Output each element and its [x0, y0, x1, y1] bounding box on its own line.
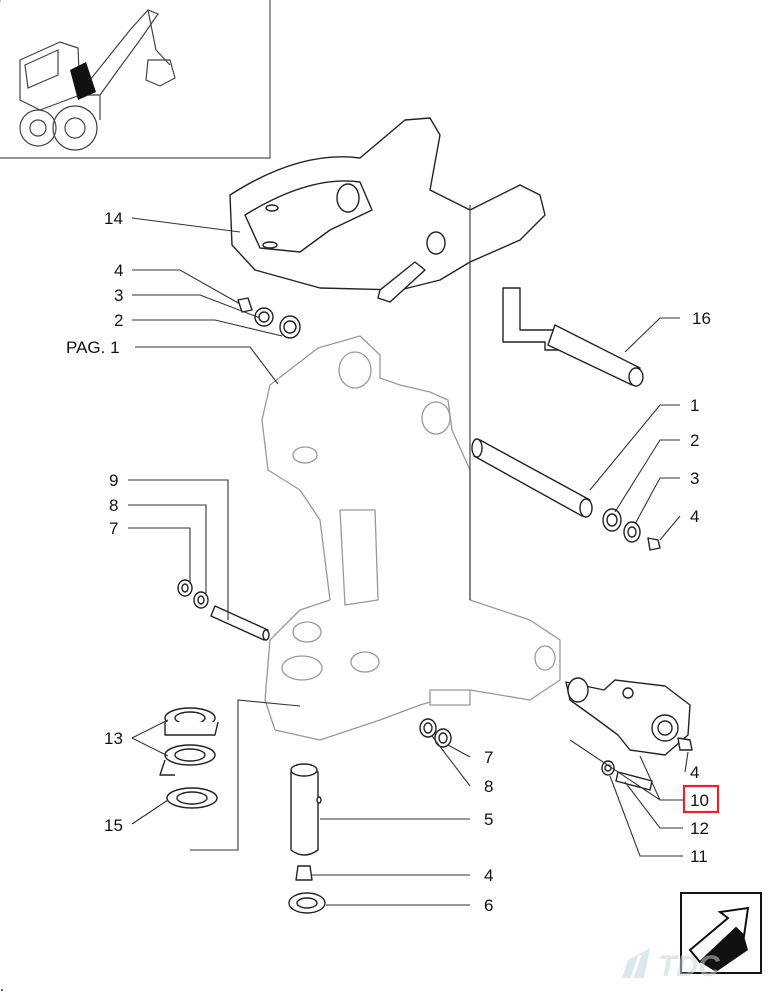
callout-7-lower: 7: [484, 748, 493, 767]
callout-3-upper: 3: [114, 286, 123, 305]
callout-5: 5: [484, 810, 493, 829]
tdc-watermark-text: TDC: [658, 950, 721, 983]
callout-2-upper: 2: [114, 311, 123, 330]
callout-15: 15: [104, 816, 123, 835]
machine-thumbnail-icon: [0, 0, 271, 159]
callout-10: 10: [690, 791, 709, 810]
callout-9: 9: [109, 471, 118, 490]
callout-11: 11: [690, 847, 708, 866]
leader-lines: [128, 205, 689, 906]
callout-6: 6: [484, 896, 493, 915]
main-frame-ghost: [261, 335, 561, 741]
callout-4-right: 4: [690, 507, 699, 526]
next-page-arrow-icon[interactable]: [680, 892, 762, 974]
callout-4-bracket: 4: [690, 763, 699, 782]
pin-part-1: [471, 438, 661, 551]
callout-labels: 14 4 3 2 PAG. 1 16 1 2 3 4 9 8 7 7 8 4 1…: [66, 209, 720, 915]
pin-part-16: [502, 287, 644, 387]
callout-8-left: 8: [109, 496, 118, 515]
callout-7-left: 7: [109, 519, 118, 538]
callout-12: 12: [690, 819, 709, 838]
highlight-box: [682, 784, 720, 814]
pivot-bracket-part-10: [565, 677, 693, 791]
pin-part-5: [288, 763, 326, 914]
thrust-washers-13-15: [159, 707, 219, 809]
callout-2-right: 2: [690, 431, 699, 450]
callout-1: 1: [690, 396, 699, 415]
callout-3-right: 3: [690, 469, 699, 488]
callout-pag-1: PAG. 1: [66, 338, 120, 357]
swing-bracket-part-14: [229, 117, 546, 303]
callout-14: 14: [104, 209, 123, 228]
washers-top-left: [237, 297, 301, 339]
callout-16: 16: [692, 309, 711, 328]
washers-lower-right: [419, 718, 452, 748]
tdc-logo-icon: TDC: [622, 948, 721, 983]
callout-4-upper: 4: [114, 261, 123, 280]
pin-part-9: [177, 579, 270, 641]
callout-8-lower: 8: [484, 777, 493, 796]
callout-4-bottom: 4: [484, 866, 493, 885]
callout-13: 13: [104, 729, 123, 748]
